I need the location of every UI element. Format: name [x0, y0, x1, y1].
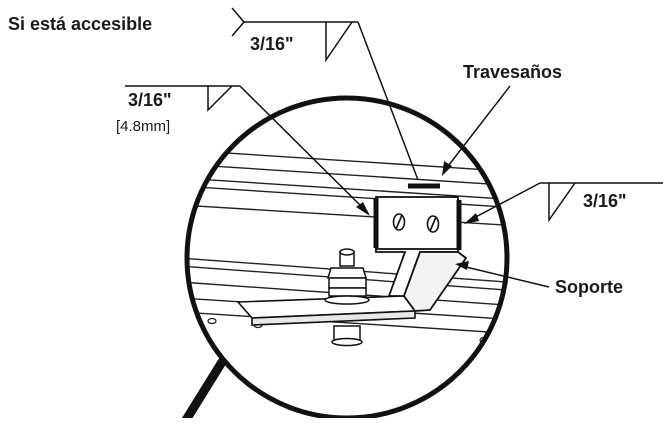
weld-size-left: 3/16" [128, 90, 172, 110]
magnifier-handle [181, 357, 227, 423]
bolt-assembly [324, 248, 370, 347]
leader-crossbars [444, 85, 511, 171]
label-crossbars: Travesaños [463, 62, 562, 82]
weld-size-top: 3/16" [250, 34, 294, 54]
bracket-slots [392, 213, 440, 233]
arrowhead-bracket [455, 261, 469, 270]
bracket-face [375, 196, 459, 250]
weld-symbol-top [244, 21, 419, 181]
weld-arrow-tail [231, 7, 245, 37]
upper-crossbar [187, 149, 507, 227]
weld-symbol-right [469, 182, 663, 223]
label-bracket: Soporte [555, 277, 623, 297]
weld-size-left-metric: [4.8mm] [116, 118, 170, 135]
arrowhead-right [464, 213, 479, 224]
magnified-detail [187, 149, 507, 347]
arrowhead-left [356, 202, 370, 216]
weld-symbol-left [125, 85, 368, 213]
arrowhead-crossbars [442, 161, 452, 176]
label-accessible: Si está accesible [8, 14, 152, 34]
weld-size-right: 3/16" [583, 191, 627, 211]
leader-bracket [461, 265, 550, 288]
